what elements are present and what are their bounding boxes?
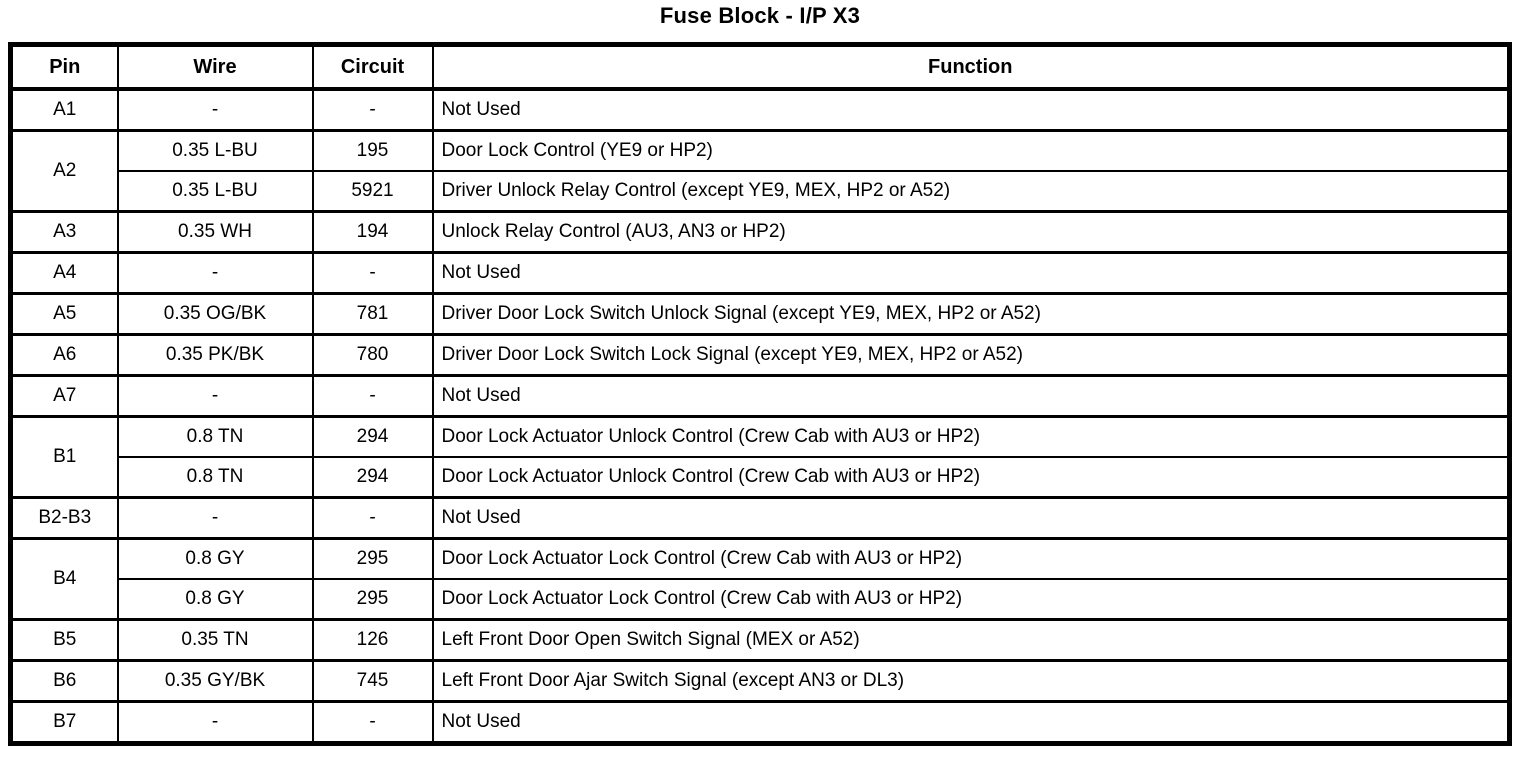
circuit-cell: 126 (311, 618, 434, 662)
wire-cell: 0.35 WH (116, 210, 314, 254)
pin-cell: A2 (9, 129, 119, 213)
wire-cell: 0.8 GY (116, 578, 314, 621)
function-cell: Not Used (431, 251, 1511, 295)
table-row: B7--Not Used (9, 700, 1511, 745)
table-row: A4--Not Used (9, 251, 1511, 295)
circuit-cell: - (311, 374, 434, 418)
circuit-cell: - (311, 496, 434, 540)
function-cell: Door Lock Actuator Unlock Control (Crew … (431, 415, 1511, 458)
circuit-cell: 195 (311, 129, 434, 172)
circuit-cell: 745 (311, 659, 434, 703)
pin-cell: B7 (9, 700, 119, 745)
wire-cell: 0.35 PK/BK (116, 333, 314, 377)
pin-cell: A6 (9, 333, 119, 377)
wire-cell: 0.8 TN (116, 415, 314, 458)
function-cell: Not Used (431, 87, 1511, 132)
table-row: A1--Not Used (9, 87, 1511, 132)
function-cell: Not Used (431, 374, 1511, 418)
function-cell: Door Lock Actuator Unlock Control (Crew … (431, 456, 1511, 499)
function-cell: Driver Door Lock Switch Unlock Signal (e… (431, 292, 1511, 336)
pin-cell: B4 (9, 537, 119, 621)
column-header-circuit: Circuit (311, 43, 434, 91)
function-cell: Driver Unlock Relay Control (except YE9,… (431, 170, 1511, 213)
column-header-function: Function (431, 43, 1511, 91)
function-cell: Not Used (431, 496, 1511, 540)
circuit-cell: - (311, 700, 434, 745)
pin-cell: A3 (9, 210, 119, 254)
wire-cell: - (116, 87, 314, 132)
wire-cell: - (116, 251, 314, 295)
function-cell: Left Front Door Open Switch Signal (MEX … (431, 618, 1511, 662)
pin-cell: B6 (9, 659, 119, 703)
circuit-cell: 295 (311, 578, 434, 621)
function-cell: Unlock Relay Control (AU3, AN3 or HP2) (431, 210, 1511, 254)
circuit-cell: 194 (311, 210, 434, 254)
function-cell: Door Lock Actuator Lock Control (Crew Ca… (431, 537, 1511, 580)
pin-cell: A1 (9, 87, 119, 132)
pin-cell: B5 (9, 618, 119, 662)
table-row: A7--Not Used (9, 374, 1511, 418)
circuit-cell: 295 (311, 537, 434, 580)
function-cell: Driver Door Lock Switch Lock Signal (exc… (431, 333, 1511, 377)
pin-cell: A5 (9, 292, 119, 336)
pin-cell: A7 (9, 374, 119, 418)
function-cell: Door Lock Control (YE9 or HP2) (431, 129, 1511, 172)
wire-cell: - (116, 374, 314, 418)
circuit-cell: 294 (311, 415, 434, 458)
circuit-cell: 780 (311, 333, 434, 377)
wire-cell: - (116, 496, 314, 540)
wire-cell: 0.8 TN (116, 456, 314, 499)
circuit-cell: 294 (311, 456, 434, 499)
table-row: B2-B3--Not Used (9, 496, 1511, 540)
wire-cell: 0.8 GY (116, 537, 314, 580)
wire-cell: - (116, 700, 314, 745)
page-title: Fuse Block - I/P X3 (659, 3, 861, 28)
circuit-cell: 5921 (311, 170, 434, 213)
function-cell: Left Front Door Ajar Switch Signal (exce… (431, 659, 1511, 703)
wire-cell: 0.35 GY/BK (116, 659, 314, 703)
column-header-wire: Wire (116, 43, 314, 91)
wire-cell: 0.35 OG/BK (116, 292, 314, 336)
pin-cell: B2-B3 (9, 496, 119, 540)
circuit-cell: - (311, 87, 434, 132)
wire-cell: 0.35 L-BU (116, 170, 314, 213)
wire-cell: 0.35 TN (116, 618, 314, 662)
pin-cell: B1 (9, 415, 119, 499)
circuit-cell: 781 (311, 292, 434, 336)
pin-cell: A4 (9, 251, 119, 295)
column-header-pin: Pin (9, 43, 119, 91)
function-cell: Not Used (431, 700, 1511, 745)
table-header-row: Pin Wire Circuit Function (9, 43, 1511, 91)
function-cell: Door Lock Actuator Lock Control (Crew Ca… (431, 578, 1511, 621)
circuit-cell: - (311, 251, 434, 295)
wire-cell: 0.35 L-BU (116, 129, 314, 172)
